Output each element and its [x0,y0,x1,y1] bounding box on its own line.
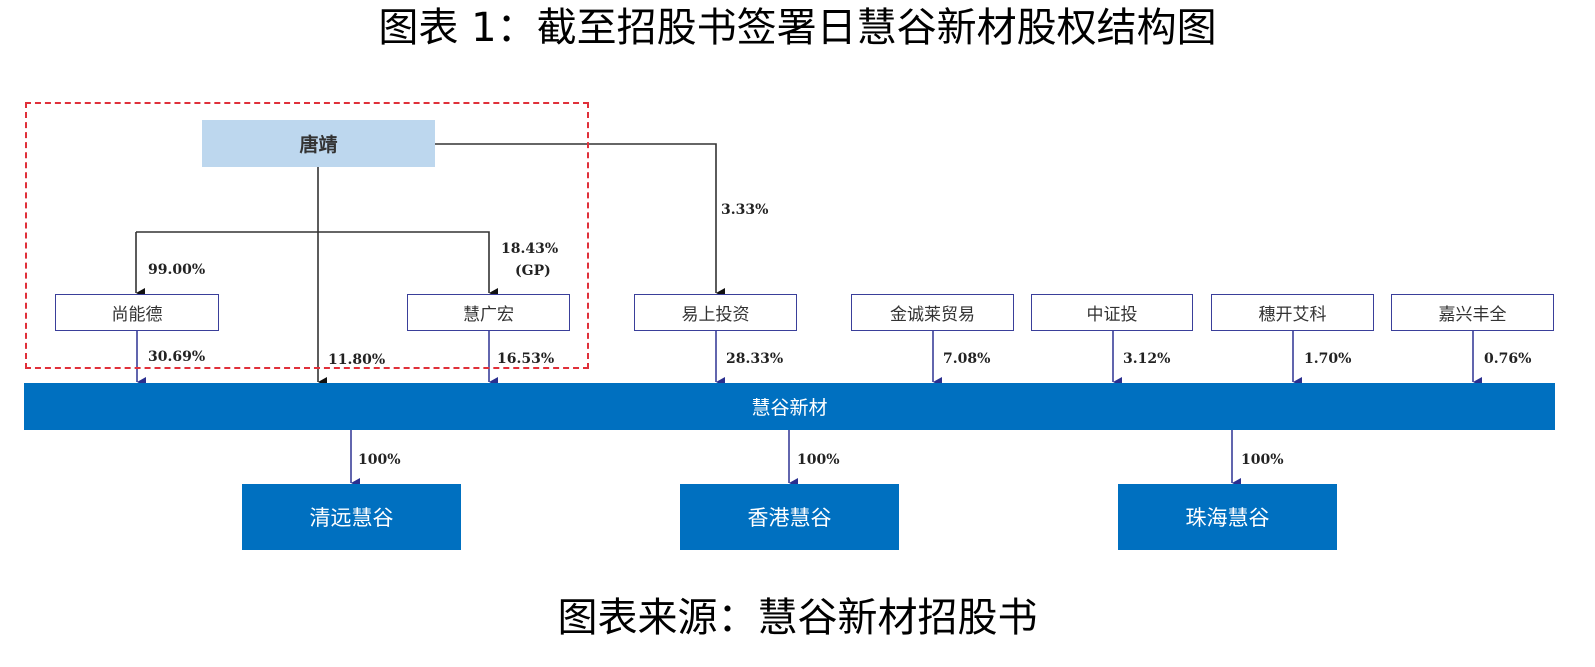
stake-label-shareholder: 3.12% [1123,351,1171,367]
controller-group-dashed-border [25,102,589,369]
shareholder-node[interactable]: 易上投资 [634,294,797,331]
stake-label-shareholder: 30.69% [148,349,206,365]
shareholder-name: 穗开艾科 [1258,305,1327,325]
shareholder-node[interactable]: 金诚莱贸易 [851,294,1014,331]
stake-label-shareholder: 7.08% [943,351,991,367]
shareholder-name: 慧广宏 [463,305,514,325]
shareholder-node[interactable]: 中证投 [1031,294,1193,331]
stake-label-subsidiary: 100% [1241,452,1284,468]
shareholder-name: 尚能德 [111,305,163,325]
shareholder-name: 易上投资 [681,305,750,325]
company-name: 慧谷新材 [751,397,828,419]
link-controller-to-huiguanghong [136,231,498,298]
subsidiary-name: 清远慧谷 [309,506,394,530]
controller-node[interactable]: 唐靖 [202,120,435,167]
stake-label-controller-shangnengde: 99.00% [148,262,206,278]
stake-label-shareholder: 28.33% [726,351,784,367]
subsidiary-node[interactable]: 香港慧谷 [680,484,899,550]
stake-label-shareholder: 1.70% [1304,351,1352,367]
link-controller-to-yishang [435,143,725,298]
shareholder-node[interactable]: 嘉兴丰全 [1391,294,1554,331]
stake-label-shareholder: 0.76% [1484,351,1532,367]
stake-label-shareholder: 16.53% [497,351,555,367]
shareholder-name: 中证投 [1086,305,1138,325]
subsidiary-name: 珠海慧谷 [1185,506,1270,530]
subsidiary-node[interactable]: 清远慧谷 [242,484,461,550]
stake-label-controller-direct: 11.80% [328,352,386,368]
company-node[interactable]: 慧谷新材 [24,383,1555,430]
controller-name: 唐靖 [299,134,338,156]
shareholder-node[interactable]: 尚能德 [55,294,219,331]
gp-note: (GP) [515,263,551,279]
stake-label-controller-huiguanghong: 18.43% [501,241,559,257]
chart-source: 图表来源：慧谷新材招股书 [557,595,1038,641]
shareholder-name: 金诚莱贸易 [890,305,975,325]
shareholder-node[interactable]: 慧广宏 [407,294,570,331]
stake-label-subsidiary: 100% [358,452,401,468]
chart-title: 图表 1：截至招股书签署日慧谷新材股权结构图 [378,5,1217,51]
stake-label-subsidiary: 100% [797,452,840,468]
subsidiary-name: 香港慧谷 [747,506,832,530]
shareholder-name: 嘉兴丰全 [1438,305,1507,325]
shareholder-node[interactable]: 穗开艾科 [1211,294,1374,331]
subsidiary-node[interactable]: 珠海慧谷 [1118,484,1337,550]
stake-label-controller-yishang: 3.33% [721,202,769,218]
